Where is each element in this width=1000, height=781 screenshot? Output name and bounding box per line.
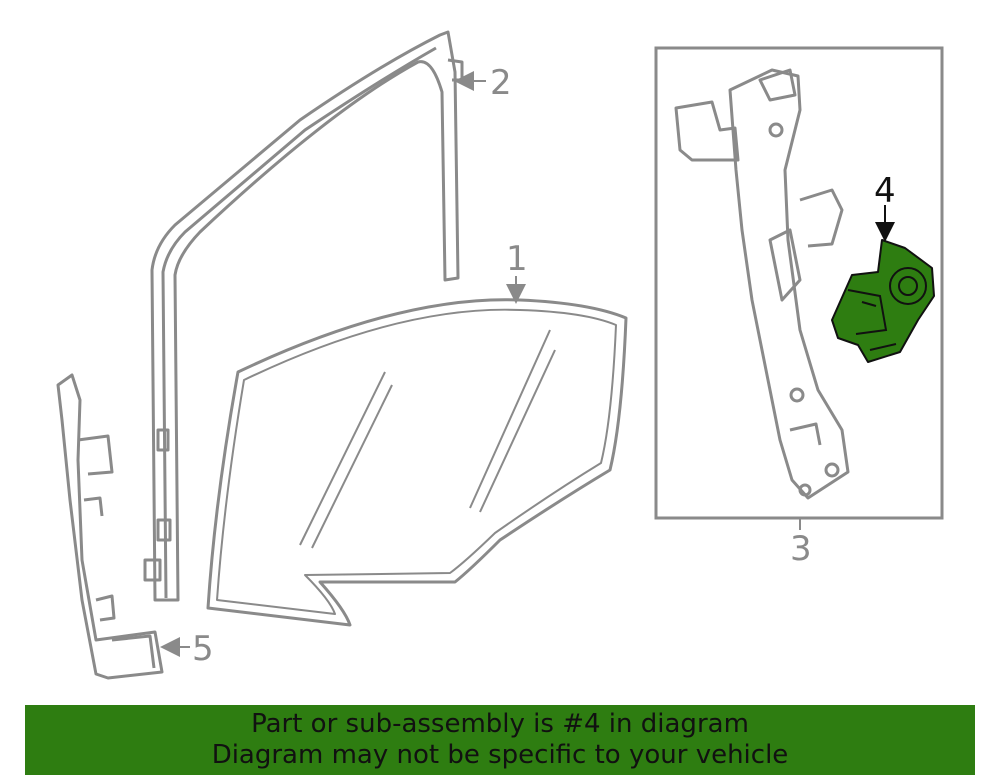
motor-gear-icon — [889, 267, 927, 305]
part-1-door-glass — [206, 298, 628, 627]
part-5-guide-channel — [56, 373, 164, 680]
part-3-window-regulator — [674, 68, 850, 500]
info-banner: Part or sub-assembly is #4 in diagram Di… — [25, 705, 975, 775]
callout-4: 4 — [874, 171, 896, 211]
callout-2: 2 — [490, 63, 512, 103]
part-2-run-channel — [143, 30, 464, 602]
banner-line-1: Part or sub-assembly is #4 in diagram — [251, 709, 749, 739]
callout-1: 1 — [506, 239, 528, 279]
callout-3: 3 — [790, 529, 812, 569]
callout-5: 5 — [192, 629, 214, 669]
banner-line-2: Diagram may not be specific to your vehi… — [211, 740, 789, 770]
part-4-window-motor[interactable] — [831, 239, 935, 363]
parts-diagram: 2 1 5 3 4 — [56, 30, 944, 680]
